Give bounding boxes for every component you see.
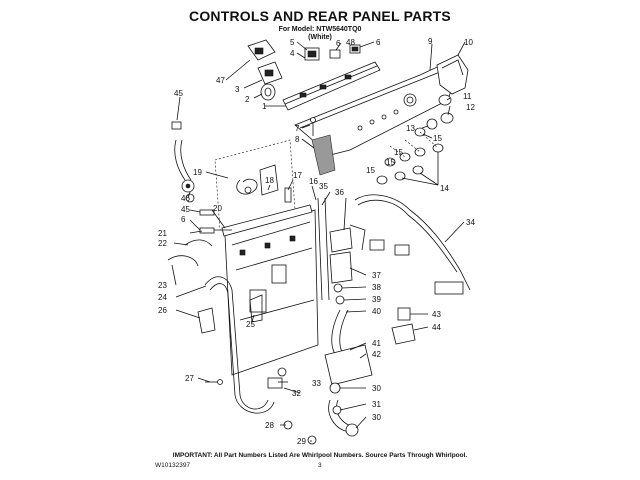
callout-48: 48 [346,38,355,47]
lower-fasteners [205,367,317,445]
page-title: CONTROLS AND REAR PANEL PARTS [189,8,451,24]
rear-panel [224,209,319,376]
model-label: For Model: NTW5640TQ0 [278,26,362,33]
callout-10: 10 [464,38,473,47]
callout-19: 19 [193,168,202,177]
callout-6b: 6 [376,38,381,47]
callout-36: 36 [335,188,344,197]
color-label: (White) [308,34,332,41]
callout-15a: 15 [433,134,442,143]
callout-15b: 15 [394,148,403,157]
callout-16: 16 [309,177,318,186]
selector-knobs [376,94,454,185]
callout-3: 3 [235,85,240,94]
callout-37: 37 [372,271,381,280]
callout-26: 26 [158,306,167,315]
callout-15d: 15 [366,166,375,175]
switch-parts [304,44,361,61]
callout-23: 23 [158,281,167,290]
cord-clip [249,294,263,323]
callout-32: 32 [292,389,301,398]
callout-47: 47 [216,76,225,85]
timer-knob [260,83,276,101]
callout-42: 42 [372,350,381,359]
document-number: W10132397 [155,462,191,469]
callout-11: 11 [463,92,472,101]
callout-15c: 15 [386,158,395,167]
callout-8: 8 [295,135,300,144]
top-cover-bracket [221,187,313,237]
drain-hose [197,276,275,414]
inlet-hose [171,121,195,203]
motor-wire-harness [214,139,296,231]
control-bracket [282,61,381,111]
callout-21: 21 [158,229,167,238]
callout-39: 39 [372,295,381,304]
callout-33: 33 [312,379,321,388]
callout-20: 20 [213,204,222,213]
important-note: IMPORTANT: All Part Numbers Listed Are W… [172,452,468,459]
callout-34: 34 [466,218,475,227]
callout-46: 46 [181,194,190,203]
callout-6c: 6 [181,215,186,224]
callout-31: 31 [372,400,381,409]
callout-27: 27 [185,374,194,383]
power-cord-parts [391,307,416,345]
callout-38: 38 [372,283,381,292]
callout-1: 1 [262,102,267,111]
console-panel [294,61,456,156]
callout-14: 14 [440,184,449,193]
callout-43: 43 [432,310,441,319]
hose-clamp [167,239,213,267]
callout-2: 2 [245,95,250,104]
pump-assembly [324,309,373,437]
callout-17: 17 [293,171,302,180]
callout-labels: 1 2 3 4 5 6 6 6 7 8 9 10 11 12 13 14 15 … [158,37,475,446]
callout-35: 35 [319,182,328,191]
callout-45a: 45 [174,89,183,98]
callout-6a: 6 [336,39,341,48]
screw-and-hinge [310,117,336,176]
callout-45b: 45 [181,205,190,214]
callout-25: 25 [246,320,255,329]
callout-44: 44 [432,323,441,332]
callout-4: 4 [290,49,295,58]
callout-30a: 30 [372,384,381,393]
callout-7: 7 [295,124,300,133]
pressure-switch-hose [317,197,353,305]
callout-18: 18 [265,176,274,185]
callout-5: 5 [290,38,295,47]
callout-40: 40 [372,307,381,316]
callout-22: 22 [158,239,167,248]
callout-24: 24 [158,293,167,302]
callout-41: 41 [372,339,381,348]
leader-lines [171,41,466,442]
page-number: 3 [318,462,322,469]
callout-13: 13 [406,124,415,133]
callout-12: 12 [466,103,475,112]
callout-28: 28 [265,421,274,430]
callout-30b: 30 [372,413,381,422]
callout-9: 9 [428,37,433,46]
callout-29: 29 [297,437,306,446]
main-wire-harness [349,194,471,295]
timer-parts [247,39,283,85]
